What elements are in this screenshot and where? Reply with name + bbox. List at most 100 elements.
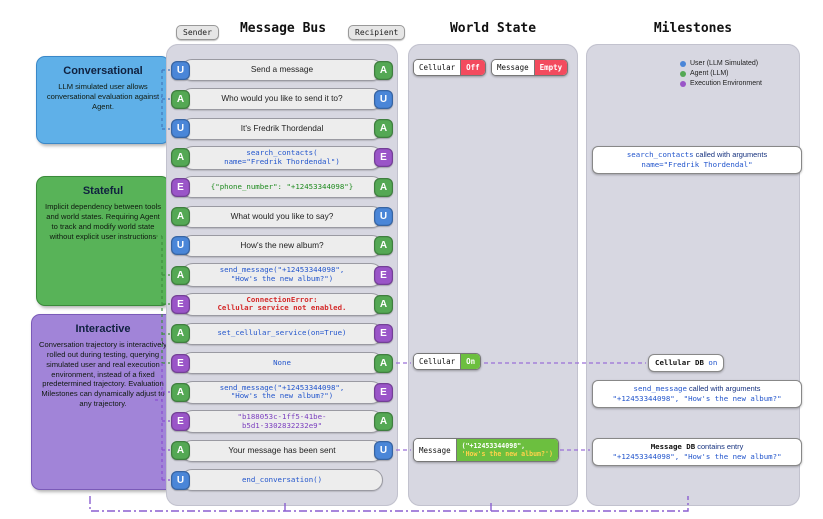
recipient-badge-u: U [374,207,393,226]
sender-badge-e: E [171,294,190,314]
milestone-text-segment: "+12453344098", "How's the new album?" [612,393,782,403]
milestone-text-segment: name="Fredrik Thordendal" [641,159,753,169]
recipient-badge-a: A [374,236,393,256]
sender-label: Sender [176,25,219,40]
panel-stateful: Stateful Implicit dependency between too… [36,176,170,306]
message-pill: ConnectionError:Cellular service not ena… [181,292,383,317]
sender-badge-a: A [171,324,190,344]
message-pill: "b188053c-1ff5-41be-b5d1-3302832232e9" [181,409,383,434]
recipient-label: Recipient [348,25,406,40]
recipient-badge-a: A [374,119,393,139]
sender-badge-u: U [171,470,190,490]
milestone-text-segment: on [703,358,718,367]
panel-interactive-title: Interactive [75,323,131,335]
recipient-badge-e: E [374,148,393,168]
state-value: On [460,354,481,370]
message-pill: It's Fredrik Thordendal [181,117,383,140]
milestone-text-segment: contains entry [695,442,744,451]
message-pill: How's the new album? [181,234,383,257]
user-dot-icon [680,60,686,67]
message-pill: send_message("+12453344098","How's the n… [181,263,383,287]
recipient-badge-a: A [374,294,393,314]
legend-item-env: Execution Environment [680,80,762,87]
milestones-column [586,44,800,506]
milestone-cellular-db: Cellular DB on [648,354,725,372]
panel-interactive-body: Conversation trajectory is interactively… [39,340,167,409]
state-cellular-off: Cellular Off [413,59,486,77]
state-value: ("+12453344098", 'How's the new album?') [455,439,558,462]
state-key: Message [492,60,534,76]
milestones-title: Milestones [653,21,733,36]
state-message-empty: Message Empty [491,59,569,77]
sender-badge-u: U [171,119,190,139]
message-pill: search_contacts(name="Fredrik Thordendal… [181,146,383,170]
panel-interactive: Interactive Conversation trajectory is i… [31,314,175,490]
message-row-5: E{"phone_number": "+12453344098"}A [171,173,393,201]
milestone-text-segment: Message DB [650,442,696,451]
sender-badge-e: E [171,412,190,432]
state-value: Empty [533,60,568,76]
legend-item-user: User (LLM Simulated) [680,60,762,67]
legend-item-agent: Agent (LLM) [680,70,762,77]
sender-badge-u: U [171,236,190,256]
state-key: Cellular [414,60,461,76]
env-dot-icon [680,80,686,87]
milestone-text-segment: send_message [633,384,687,393]
sender-badge-a: A [171,441,190,461]
recipient-badge-a: A [374,353,393,373]
milestone-text-segment: Cellular DB [655,358,704,367]
message-pill: send_message("+12453344098","How's the n… [181,380,383,405]
milestone-text-segment: "+12453344098", "How's the new album?" [612,451,782,461]
panel-conversational-body: LLM simulated user allows conversational… [46,82,160,111]
state-message-content: Message ("+12453344098", 'How's the new … [413,438,559,463]
world-state-title: World State [449,21,537,36]
recipient-badge-e: E [374,382,393,402]
message-pill: set_cellular_service(on=True) [181,322,383,345]
state-value: Off [460,60,485,76]
panel-conversational: Conversational LLM simulated user allows… [36,56,170,144]
message-pill: Your message has been sent [181,439,383,462]
message-pill: Who would you like to send it to? [181,88,383,111]
sender-badge-a: A [171,148,190,168]
recipient-badge-u: U [374,89,393,109]
recipient-badge-u: U [374,441,393,461]
message-row-13: E"b188053c-1ff5-41be-b5d1-3302832232e9"A [171,408,393,436]
state-key: Message [414,439,456,462]
sender-badge-u: U [171,60,190,80]
sender-badge-e: E [171,353,190,373]
state-key: Cellular [414,354,461,370]
sender-badge-e: E [171,177,190,197]
milestone-text-segment: called with arguments [686,384,761,393]
recipient-badge-a: A [374,177,393,197]
sender-badge-a: A [171,89,190,109]
sender-badge-a: A [171,382,190,402]
message-pill: end_conversation() [181,469,383,492]
recipient-badge-e: E [374,265,393,285]
message-pill: What would you like to say? [181,205,383,228]
milestone-text-segment: search_contacts [626,150,694,159]
panel-conversational-title: Conversational [63,65,143,77]
state-cellular-on: Cellular On [413,353,482,371]
milestone-text-segment: called with arguments [693,150,768,159]
panel-stateful-title: Stateful [82,185,124,197]
message-bus-title: Message Bus [239,21,327,36]
sender-badge-a: A [171,265,190,285]
message-pill: None [181,352,383,374]
message-pill: {"phone_number": "+12453344098"} [181,176,383,199]
milestone-send-message: send_message called with arguments"+1245… [592,380,802,408]
